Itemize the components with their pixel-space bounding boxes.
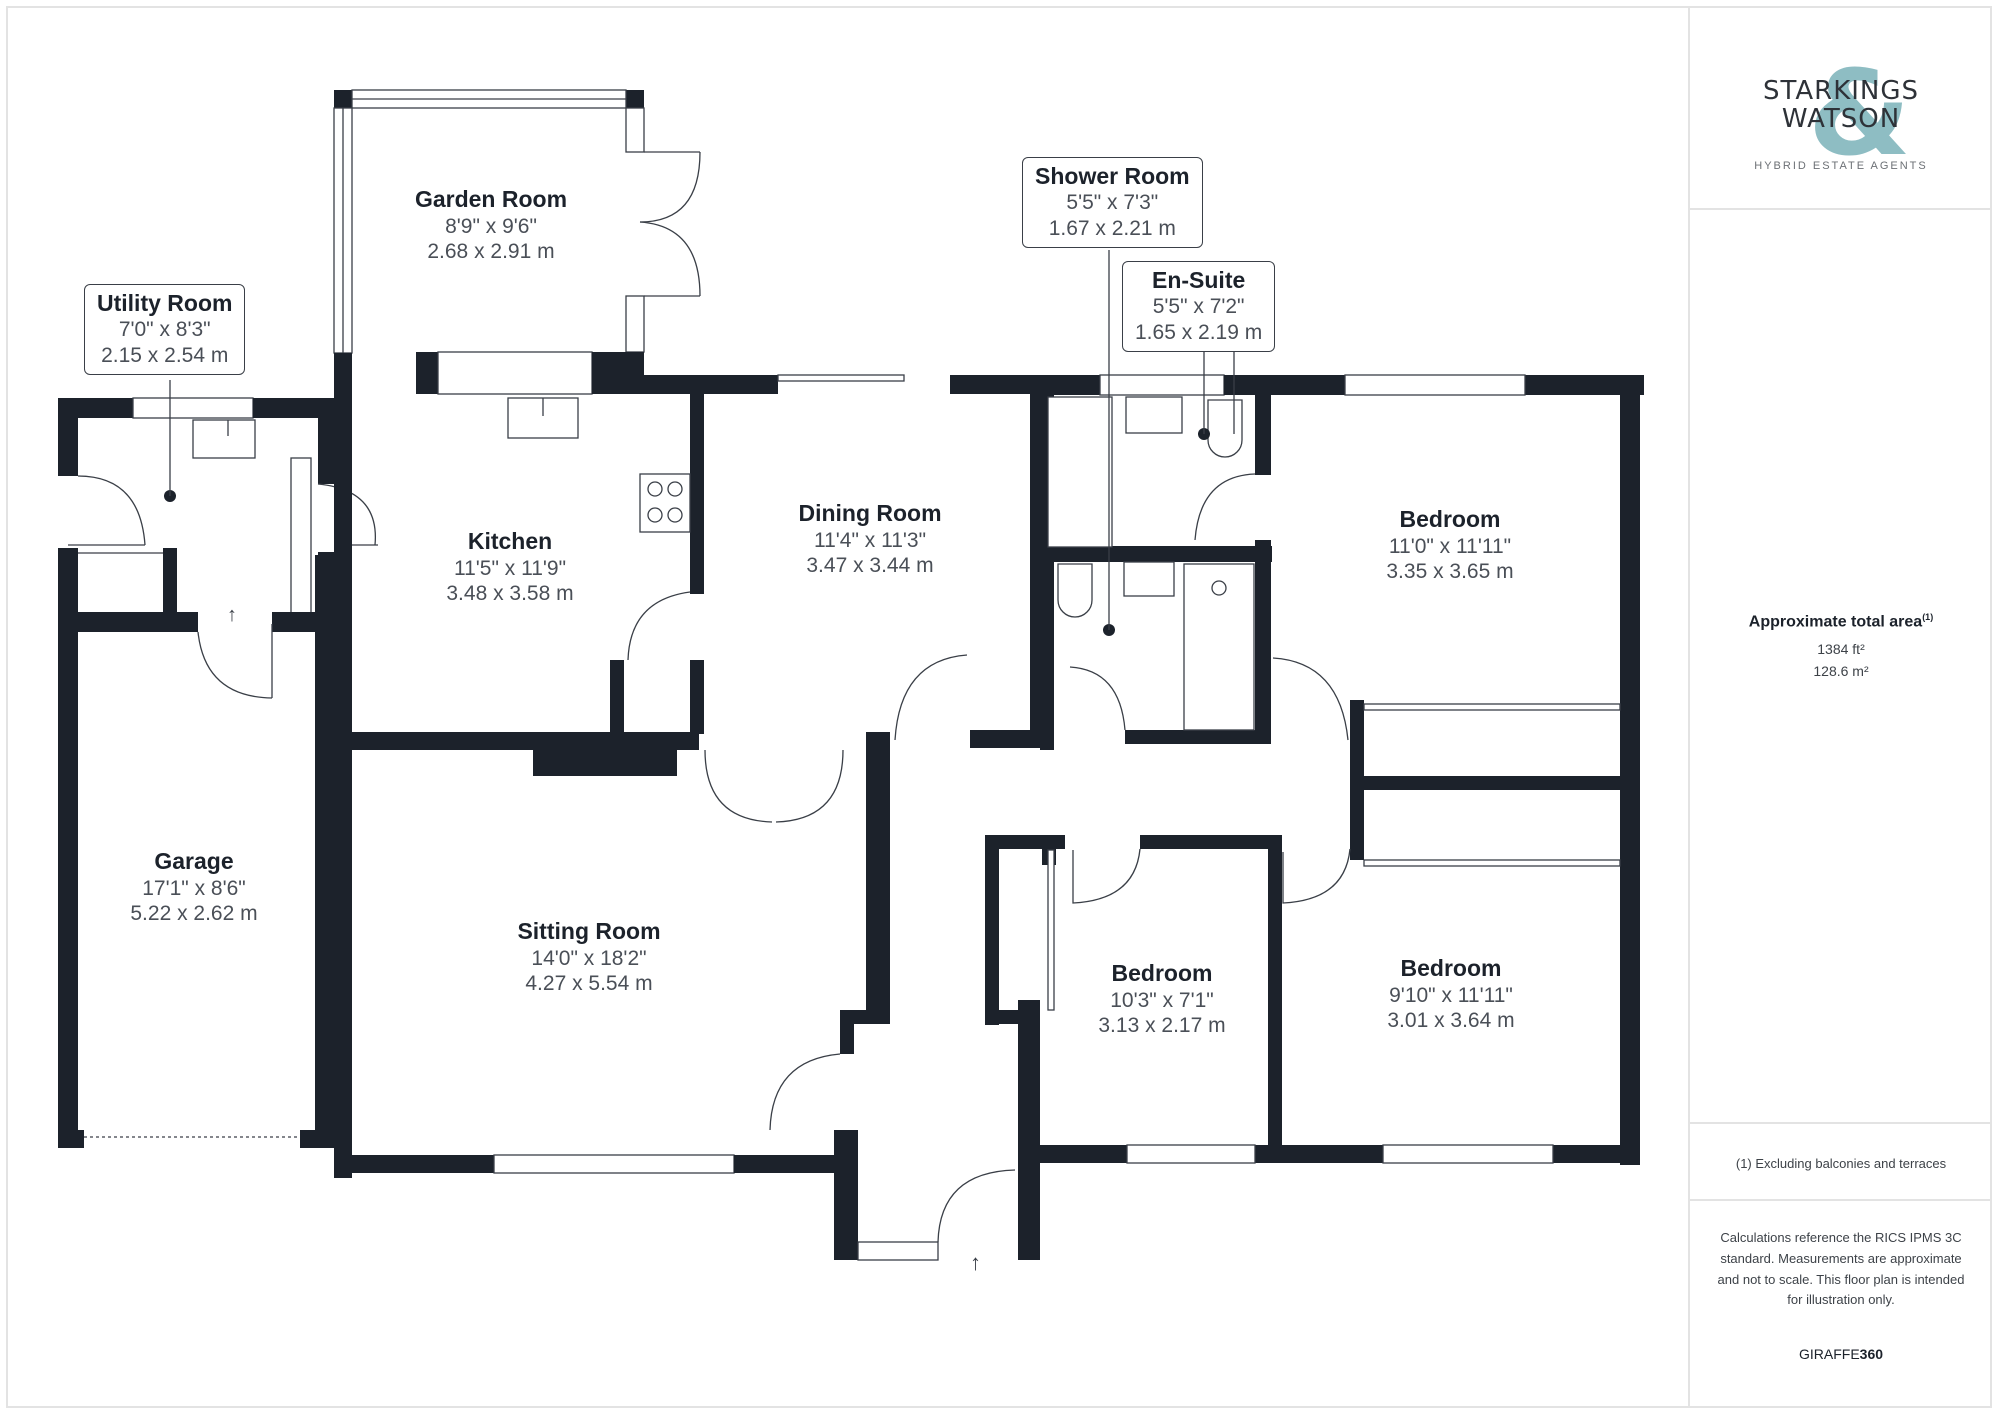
room-name: Bedroom xyxy=(1111,960,1213,986)
room-dim-metric: 2.68 x 2.91 m xyxy=(427,239,555,263)
room-bedroom-1: Bedroom 11'0" x 11'11" 3.35 x 3.65 m xyxy=(1386,506,1513,584)
logo-line-1: STARKINGS xyxy=(1762,76,1920,106)
divider xyxy=(1690,1122,1992,1124)
room-name: Shower Room xyxy=(1035,163,1190,189)
room-bedroom-3: Bedroom 9'10" x 11'11" 3.01 x 3.64 m xyxy=(1387,955,1514,1033)
room-name: Sitting Room xyxy=(517,918,661,944)
room-name: Utility Room xyxy=(97,290,233,316)
room-dim-imperial: 7'0" x 8'3" xyxy=(118,318,211,342)
room-dim-metric: 3.01 x 3.64 m xyxy=(1387,1008,1515,1032)
room-shower-room: Shower Room 5'5" x 7'3" 1.67 x 2.21 m xyxy=(1022,157,1203,249)
logo-line-2: WATSON xyxy=(1781,104,1901,134)
room-dim-metric: 3.48 x 3.58 m xyxy=(446,581,574,605)
company-logo: & STARKINGS WATSON HYBRID ESTATE AGENTS xyxy=(1690,46,1992,186)
room-name: Garage xyxy=(154,848,234,874)
room-dim-metric: 3.13 x 2.17 m xyxy=(1098,1013,1226,1037)
room-bedroom-2: Bedroom 10'3" x 7'1" 3.13 x 2.17 m xyxy=(1098,960,1225,1038)
area-metric: 128.6 m² xyxy=(1813,663,1869,680)
page-frame xyxy=(6,6,1992,1408)
room-utility-room: Utility Room 7'0" x 8'3" 2.15 x 2.54 m xyxy=(84,284,246,376)
room-dim-metric: 5.22 x 2.62 m xyxy=(130,901,258,925)
room-sitting-room: Sitting Room 14'0" x 18'2" 4.27 x 5.54 m xyxy=(517,918,660,996)
room-dim-imperial: 8'9" x 9'6" xyxy=(445,214,537,238)
room-dim-metric: 4.27 x 5.54 m xyxy=(525,971,653,995)
room-dim-imperial: 10'3" x 7'1" xyxy=(1110,988,1214,1012)
room-en-suite: En-Suite 5'5" x 7'2" 1.65 x 2.19 m xyxy=(1122,261,1276,353)
logo-ampersand: & xyxy=(1808,44,1911,182)
area-title: Approximate total area(1) xyxy=(1748,612,1934,631)
disclaimer-text: Calculations reference the RICS IPMS 3C … xyxy=(1717,1230,1965,1308)
room-dim-imperial: 17'1" x 8'6" xyxy=(142,876,246,900)
room-garage: Garage 17'1" x 8'6" 5.22 x 2.62 m xyxy=(130,848,257,926)
footnote-text: (1) Excluding balconies and terraces xyxy=(1735,1156,1947,1171)
divider xyxy=(1690,1199,1992,1201)
room-dim-imperial: 5'5" x 7'3" xyxy=(1066,191,1159,215)
room-dim-imperial: 9'10" x 11'11" xyxy=(1389,983,1513,1007)
brand-suffix: 360 xyxy=(1859,1346,1884,1362)
footnote-marker: (1) xyxy=(1922,612,1934,622)
room-dim-imperial: 5'5" x 7'2" xyxy=(1152,295,1245,319)
room-kitchen: Kitchen 11'5" x 11'9" 3.48 x 3.58 m xyxy=(446,528,573,606)
room-dim-metric: 3.47 x 3.44 m xyxy=(806,553,934,577)
room-dim-imperial: 11'4" x 11'3" xyxy=(813,528,927,552)
floor-plan: Garden Room 8'9" x 9'6" 2.68 x 2.91 m Ut… xyxy=(58,89,1644,1275)
info-sidebar: & STARKINGS WATSON HYBRID ESTATE AGENTS … xyxy=(1688,6,1992,1408)
room-name: En-Suite xyxy=(1151,267,1246,293)
floor-plan-drawing xyxy=(58,89,1644,1261)
logo-tagline: HYBRID ESTATE AGENTS xyxy=(1754,160,1928,172)
room-name: Dining Room xyxy=(798,500,942,526)
total-area-section: Approximate total area(1) 1384 ft² 128.6… xyxy=(1690,612,1992,679)
room-dim-metric: 1.67 x 2.21 m xyxy=(1048,216,1176,240)
entrance-arrow-icon: ↑ xyxy=(970,1250,981,1275)
brand-prefix: GIRAFFE xyxy=(1798,1346,1860,1362)
room-dim-metric: 1.65 x 2.19 m xyxy=(1135,320,1263,344)
area-imperial: 1384 ft² xyxy=(1817,641,1865,658)
utility-entrance-arrow-icon: ↑ xyxy=(227,604,237,626)
giraffe360-brand: GIRAFFE360 xyxy=(1690,1346,1992,1362)
room-dining-room: Dining Room 11'4" x 11'3" 3.47 x 3.44 m xyxy=(798,500,941,578)
divider xyxy=(1690,208,1992,210)
room-dim-metric: 2.15 x 2.54 m xyxy=(101,343,229,367)
room-name: Bedroom xyxy=(1400,955,1502,981)
room-name: Kitchen xyxy=(467,528,553,554)
room-dim-imperial: 14'0" x 18'2" xyxy=(531,946,647,970)
room-name: Garden Room xyxy=(414,186,568,212)
room-dim-imperial: 11'0" x 11'11" xyxy=(1388,534,1512,558)
room-dim-metric: 3.35 x 3.65 m xyxy=(1386,559,1514,583)
room-dim-imperial: 11'5" x 11'9" xyxy=(453,556,567,580)
room-garden-room: Garden Room 8'9" x 9'6" 2.68 x 2.91 m xyxy=(415,186,567,264)
room-name: Bedroom xyxy=(1399,506,1501,532)
